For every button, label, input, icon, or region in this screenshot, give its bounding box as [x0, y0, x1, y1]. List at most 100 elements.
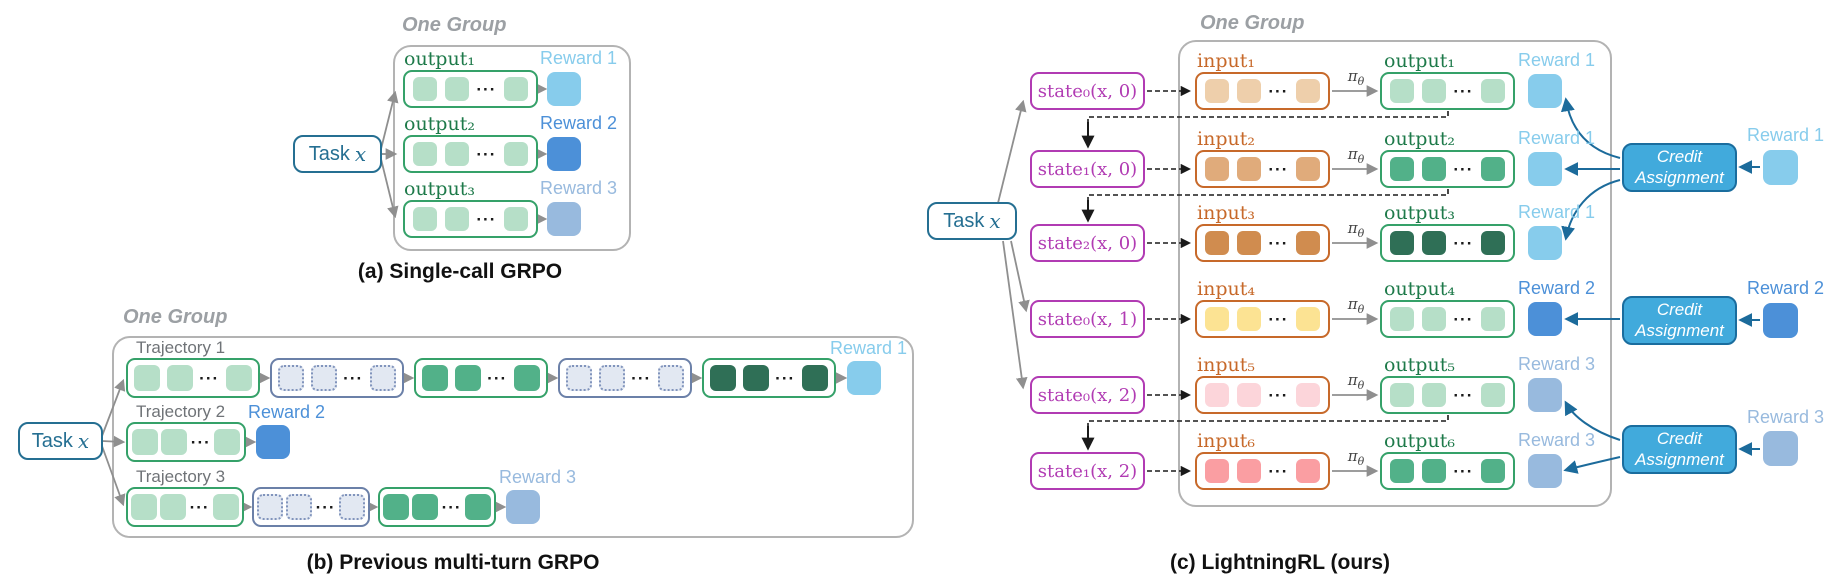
- input-sequence: ···: [1195, 224, 1330, 262]
- output-label: output₃: [1384, 202, 1455, 224]
- panel-c-task-fanout: [997, 99, 1030, 390]
- reward-label: Reward 1: [1747, 125, 1825, 145]
- input-label: input₅: [1197, 354, 1255, 376]
- output-sequence: ···: [403, 200, 538, 238]
- output-label: output₁: [404, 48, 475, 70]
- reward-label: Reward 3: [1518, 354, 1596, 374]
- input-label: input₄: [1197, 278, 1255, 300]
- input-sequence: ···: [1195, 300, 1330, 338]
- input-sequence: ···: [1195, 376, 1330, 414]
- token-square: [1236, 307, 1261, 331]
- token-square: [1421, 383, 1446, 407]
- token-square: [131, 429, 158, 455]
- masked-turn-sequence: ···: [558, 358, 692, 398]
- token-square: [566, 365, 593, 391]
- token-square: [1204, 307, 1229, 331]
- reward-square: [1763, 303, 1798, 338]
- token-square: [598, 365, 625, 391]
- token-square: [1296, 383, 1321, 407]
- token-square: [1421, 157, 1446, 181]
- task-var: x: [77, 429, 90, 453]
- input-sequence: ···: [1195, 452, 1330, 490]
- token-square: [1236, 383, 1261, 407]
- group-label-b: One Group: [123, 306, 228, 328]
- token-square: [504, 142, 529, 166]
- output-sequence: ···: [1380, 72, 1515, 110]
- state-box: state₀(x, 1): [1030, 300, 1145, 338]
- ellipsis: ···: [476, 79, 497, 99]
- ellipsis: ···: [1453, 309, 1474, 329]
- reward-square: [1528, 74, 1562, 108]
- turn-sequence: ···: [126, 358, 260, 398]
- token-square: [1421, 459, 1446, 483]
- output-label: output₄: [1384, 278, 1455, 300]
- output-sequence: ···: [1380, 300, 1515, 338]
- ellipsis: ···: [476, 209, 497, 229]
- token-square: [310, 365, 337, 391]
- turn-sequence: ···: [126, 487, 244, 527]
- ellipsis: ···: [1453, 81, 1474, 101]
- ellipsis: ···: [343, 368, 364, 388]
- ellipsis: ···: [315, 497, 336, 517]
- token-square: [1481, 79, 1506, 103]
- state-box: state₂(x, 0): [1030, 224, 1145, 262]
- reward-label: Reward 2: [1518, 278, 1596, 298]
- masked-turn-sequence: ···: [270, 358, 404, 398]
- output-sequence: ···: [403, 135, 538, 173]
- reward-label: Reward 1: [540, 48, 618, 68]
- token-square: [1236, 79, 1261, 103]
- ellipsis: ···: [1268, 159, 1289, 179]
- token-square: [160, 494, 187, 520]
- input-sequence: ···: [1195, 72, 1330, 110]
- masked-turn-sequence: ···: [252, 487, 370, 527]
- turn-sequence: ···: [378, 487, 496, 527]
- token-square: [801, 365, 828, 391]
- output-sequence: ···: [1380, 224, 1515, 262]
- reward-square: [1763, 150, 1798, 185]
- state-box: state₁(x, 0): [1030, 150, 1145, 188]
- reward-label: Reward 1: [1518, 128, 1596, 148]
- token-square: [286, 494, 313, 520]
- turn-sequence: ···: [126, 422, 246, 462]
- reward-label: Reward 3: [1747, 407, 1825, 427]
- state-box: state₁(x, 2): [1030, 452, 1145, 490]
- token-square: [444, 77, 469, 101]
- caption-b: (b) Previous multi-turn GRPO: [306, 551, 600, 574]
- token-square: [444, 142, 469, 166]
- output-sequence: ···: [1380, 376, 1515, 414]
- input-label: input₃: [1197, 202, 1255, 224]
- policy-label: πθ: [1347, 145, 1365, 166]
- output-sequence: ···: [1380, 150, 1515, 188]
- token-square: [161, 429, 188, 455]
- token-square: [1204, 383, 1229, 407]
- token-square: [1481, 307, 1506, 331]
- task-var: x: [354, 142, 367, 166]
- policy-label: πθ: [1347, 295, 1365, 316]
- token-square: [1204, 157, 1229, 181]
- reward-square: [547, 137, 581, 171]
- reward-square: [547, 72, 581, 106]
- ellipsis: ···: [1268, 385, 1289, 405]
- token-square: [1236, 157, 1261, 181]
- token-square: [1421, 231, 1446, 255]
- reward-square: [256, 425, 290, 459]
- group-box-b: [112, 336, 914, 538]
- token-square: [1389, 157, 1414, 181]
- output-sequence: ···: [403, 70, 538, 108]
- caption-c: (c) LightningRL (ours): [1169, 551, 1391, 574]
- token-square: [278, 365, 305, 391]
- task-label: Task: [943, 209, 985, 232]
- reward-label: Reward 2: [540, 113, 618, 133]
- ellipsis: ···: [190, 432, 211, 452]
- token-square: [1389, 459, 1414, 483]
- reward-label: Reward 1: [1518, 50, 1596, 70]
- ellipsis: ···: [476, 144, 497, 164]
- task-label: Task: [31, 429, 73, 452]
- ellipsis: ···: [1453, 233, 1474, 253]
- ellipsis: ···: [199, 368, 220, 388]
- ellipsis: ···: [1453, 461, 1474, 481]
- task-var: x: [989, 209, 1001, 233]
- token-square: [166, 365, 193, 391]
- token-square: [1204, 79, 1229, 103]
- output-label: output₂: [404, 113, 475, 135]
